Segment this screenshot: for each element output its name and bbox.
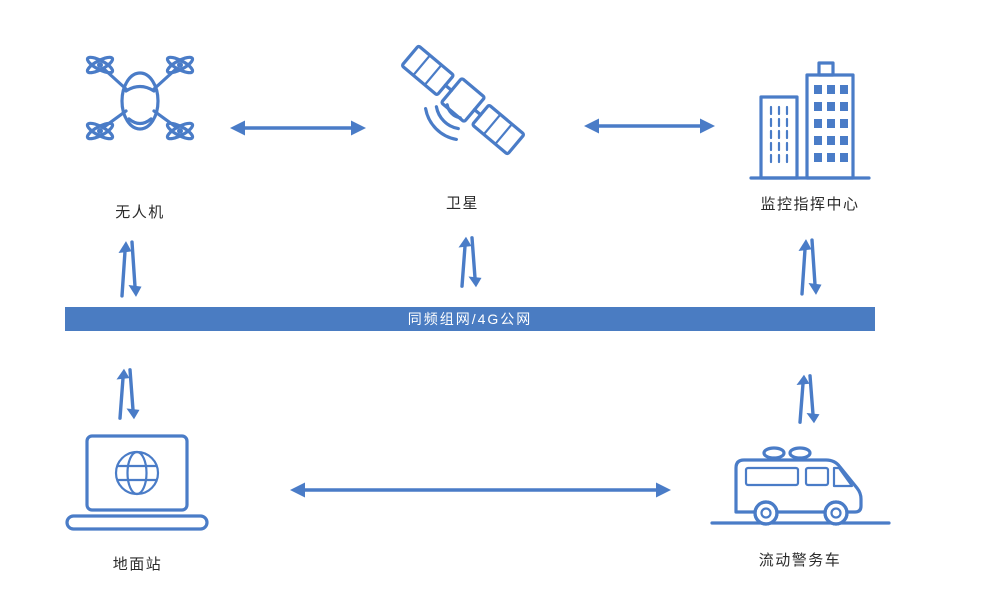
varrow-command-center-network	[798, 238, 822, 296]
laptop-icon	[65, 434, 209, 531]
satellite-icon	[400, 44, 525, 156]
ground-station-label: 地面站	[112, 556, 163, 573]
command-center-icon	[749, 61, 871, 180]
varrow-network-ground-station	[116, 368, 140, 420]
arrow-drone-satellite	[230, 120, 366, 136]
varrow-satellite-network	[458, 236, 482, 288]
police-vehicle-node: 流动警务车	[705, 420, 895, 570]
command-center-label: 监控指挥中心	[760, 196, 860, 213]
drone-icon	[85, 55, 195, 141]
satellite-node: 卫星	[380, 30, 545, 213]
satellite-label: 卫星	[445, 195, 479, 212]
police-vehicle-label: 流动警务车	[758, 552, 842, 569]
network-bar-label: 同频组网/4G公网	[407, 311, 533, 327]
varrow-drone-network	[118, 240, 142, 298]
ground-station-node: 地面站	[50, 432, 225, 574]
command-center-node: 监控指挥中心	[725, 45, 895, 214]
police-van-icon	[709, 446, 891, 526]
network-bar: 同频组网/4G公网	[65, 307, 875, 331]
drone-node: 无人机	[55, 45, 225, 222]
drone-label: 无人机	[115, 204, 165, 221]
varrow-network-police-vehicle	[796, 374, 820, 424]
arrow-ground-station-police-vehicle	[290, 482, 671, 498]
arrow-satellite-command-center	[584, 118, 715, 134]
